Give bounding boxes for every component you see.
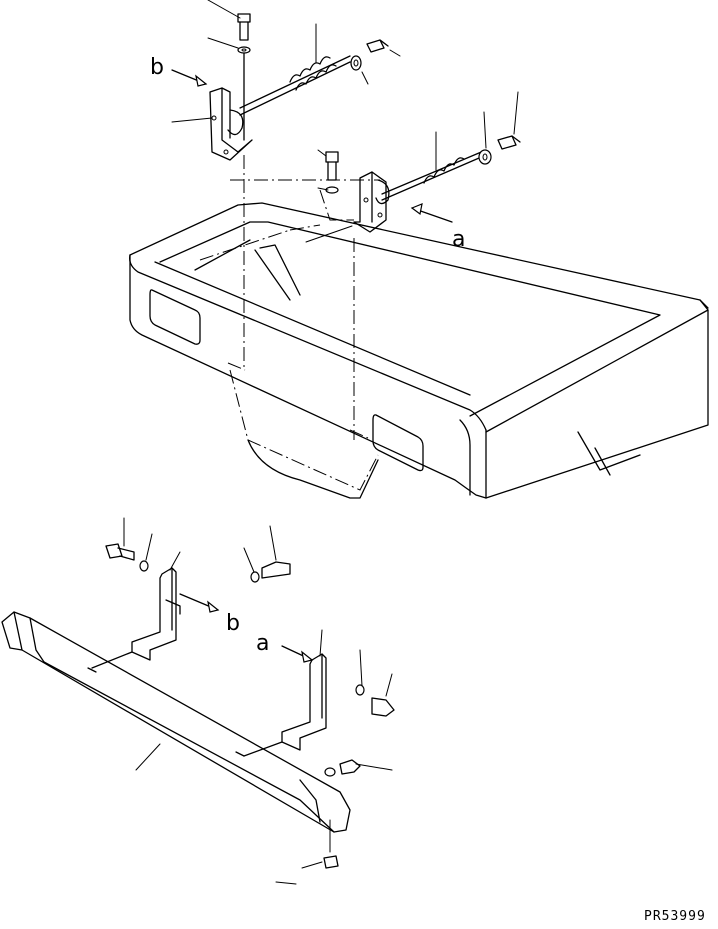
arrow-b-top: b bbox=[150, 55, 208, 87]
drawing-code: PR53999 bbox=[644, 909, 706, 924]
bolt-bottom-a-2 bbox=[324, 759, 361, 777]
label-b-top: b bbox=[150, 55, 164, 80]
bracket-b-bottom bbox=[91, 567, 181, 669]
arrow-b-bottom: b bbox=[179, 593, 240, 636]
arrow-a-bottom: a bbox=[256, 631, 314, 663]
bolt-top-middle bbox=[325, 151, 339, 194]
leader-lines-top bbox=[171, 0, 519, 243]
label-a-bottom: a bbox=[256, 631, 269, 656]
label-b-bottom: b bbox=[226, 611, 240, 636]
leader-lines-bottom bbox=[123, 517, 393, 885]
bolt-bottom-a-1 bbox=[355, 684, 395, 717]
alignment-lines bbox=[227, 155, 369, 440]
bolt-bottom-right bbox=[250, 561, 291, 583]
arrow-a-top: a bbox=[410, 203, 465, 252]
bolt-bottom-left bbox=[105, 543, 149, 572]
rod-spring-right bbox=[381, 135, 521, 201]
counterweight bbox=[129, 179, 709, 499]
rod-spring-top bbox=[239, 39, 389, 116]
label-a-top: a bbox=[452, 227, 465, 252]
bumper-bar bbox=[1, 611, 351, 833]
bracket-a-top bbox=[353, 171, 390, 233]
bolt-top-left bbox=[237, 13, 251, 54]
bracket-b-top bbox=[209, 51, 253, 161]
bracket-a-bottom bbox=[243, 653, 327, 757]
plug-bottom bbox=[323, 819, 339, 869]
